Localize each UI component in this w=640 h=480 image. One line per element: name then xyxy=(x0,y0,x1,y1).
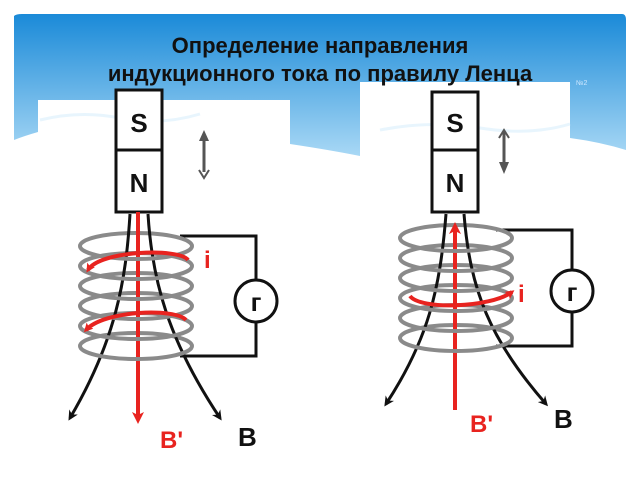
right-current-label: i xyxy=(518,281,525,308)
right-current-loop xyxy=(408,290,515,308)
right-magnet-s-label: S xyxy=(446,108,463,138)
left-motion-arrow-icon xyxy=(198,130,210,180)
right-setup: S N г xyxy=(384,90,595,438)
left-induced-field-label: B' xyxy=(160,427,183,454)
left-current-loop-top xyxy=(86,250,190,273)
right-field-label: B xyxy=(554,404,573,434)
left-magnet-s-label: S xyxy=(130,108,147,138)
left-current-loop-bottom xyxy=(83,310,188,333)
right-field-line-left xyxy=(384,213,448,407)
right-magnet-n-label: N xyxy=(446,168,465,198)
slide-number: №2 xyxy=(576,80,588,87)
right-galvanometer-label: г xyxy=(567,277,578,307)
left-setup: S N г xyxy=(68,88,279,454)
right-magnetic-field-lines xyxy=(384,213,548,407)
right-induced-field-label: B' xyxy=(470,411,493,438)
right-magnet: S N xyxy=(430,90,480,214)
left-induced-current xyxy=(83,250,190,333)
right-motion-arrow-icon xyxy=(498,128,510,174)
left-current-label: i xyxy=(204,247,211,274)
left-galvanometer-icon: г xyxy=(233,278,279,324)
left-magnet-n-label: N xyxy=(130,168,149,198)
right-galvanometer-icon: г xyxy=(549,268,595,314)
right-coil-front xyxy=(398,237,514,353)
title-line-1: Определение направления xyxy=(171,33,469,58)
title-line-2: индукционного тока по правилу Ленца xyxy=(107,61,533,86)
left-circuit-wire xyxy=(180,234,258,358)
page-title: Определение направления индукционного то… xyxy=(20,32,620,88)
left-field-line-left xyxy=(68,213,132,421)
left-galvanometer-label: г xyxy=(251,287,262,317)
right-field-line-right xyxy=(462,213,548,407)
cloud-streak xyxy=(379,122,571,133)
left-magnet-north-pole xyxy=(114,148,164,214)
right-magnet-north-pole xyxy=(430,148,480,214)
right-circuit-wire xyxy=(496,228,574,348)
left-magnet: S N xyxy=(114,88,164,214)
sky-band xyxy=(14,14,626,156)
left-field-label: B xyxy=(238,422,257,452)
